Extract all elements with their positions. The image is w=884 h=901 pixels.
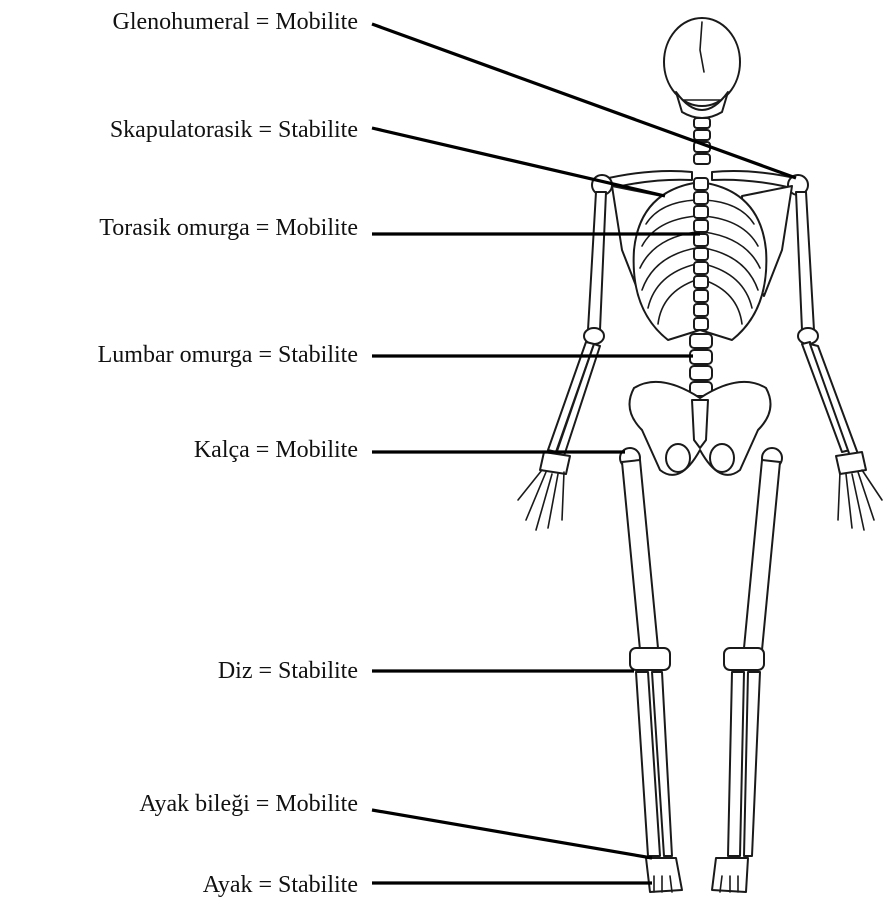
left-arm [518, 192, 606, 530]
skull [664, 18, 740, 118]
right-leg [712, 448, 782, 892]
leader-line-skapulatorasik [372, 128, 665, 196]
right-arm [796, 192, 882, 530]
leader-line-ayak-bilegi [372, 810, 652, 858]
